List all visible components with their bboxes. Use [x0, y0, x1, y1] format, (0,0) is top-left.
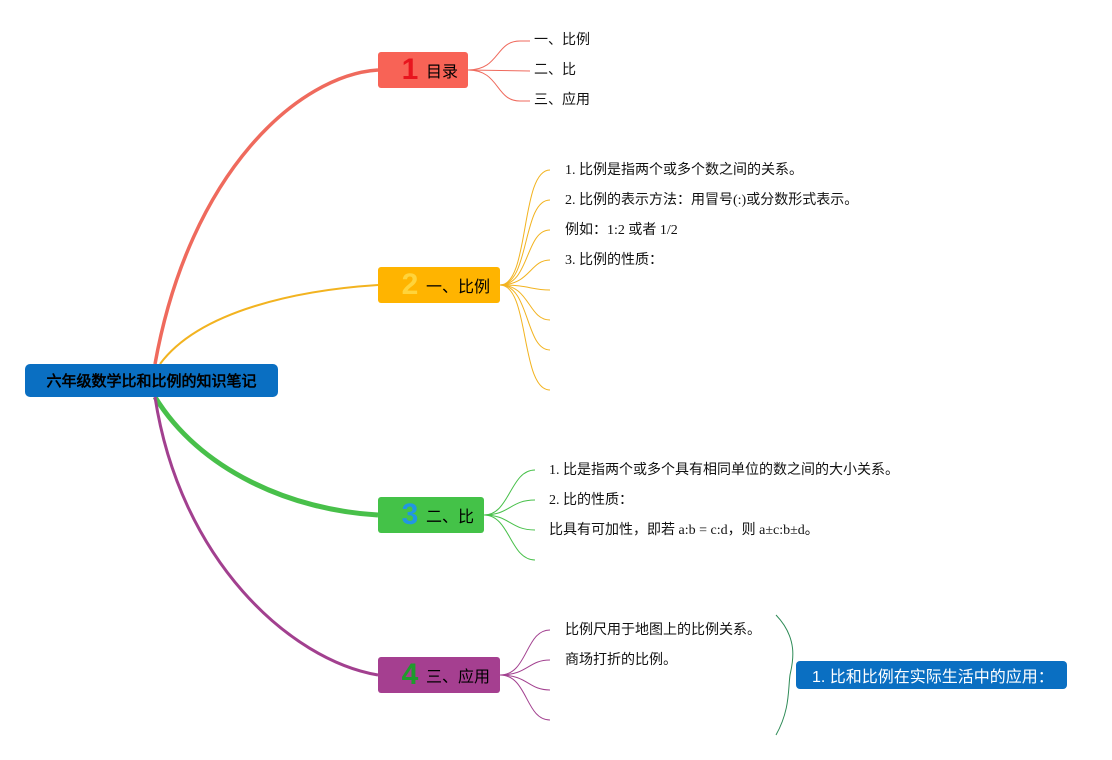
- root-topic[interactable]: 六年级数学比和比例的知识笔记: [25, 364, 278, 397]
- summary-topic[interactable]: 1. 比和比例在实际生活中的应用：: [796, 661, 1067, 689]
- leaf-contents-1[interactable]: 一、比例: [534, 33, 590, 48]
- leaf-ratio-3[interactable]: 比具有可加性，即若 a:b = c:d，则 a±c:b±d。: [549, 523, 819, 538]
- branch-ratio[interactable]: 3 二、比: [378, 497, 484, 533]
- branch-contents[interactable]: 1 目录: [378, 52, 468, 88]
- link-root-b2: [159, 284, 379, 365]
- summary-label: 1. 比和比例在实际生活中的应用：: [812, 669, 1054, 686]
- number-three-icon: 3: [401, 498, 419, 531]
- leaf-proportion-4[interactable]: 3. 比例的性质：: [565, 253, 663, 268]
- leaf-contents-3[interactable]: 三、应用: [534, 93, 590, 108]
- leaf-ratio-1[interactable]: 1. 比是指两个或多个具有相同单位的数之间的大小关系。: [549, 463, 899, 478]
- branch-proportion[interactable]: 2 一、比例: [378, 267, 500, 303]
- links-b2: [499, 169, 551, 391]
- leaf-application-2[interactable]: 商场打折的比例。: [565, 653, 677, 668]
- branch-label: 一、比例: [426, 277, 491, 296]
- link-root-b1: [153, 68, 379, 365]
- number-two-icon: 2: [401, 268, 419, 301]
- leaf-proportion-1[interactable]: 1. 比例是指两个或多个数之间的关系。: [565, 163, 803, 178]
- links-b1: [467, 40, 531, 102]
- link-root-b4: [153, 396, 379, 677]
- links-b4: [499, 629, 551, 721]
- links-b3: [483, 469, 536, 561]
- leaf-proportion-2[interactable]: 2. 比例的表示方法：用冒号(:)或分数形式表示。: [565, 193, 859, 208]
- branch-label: 二、比: [426, 507, 475, 526]
- leaf-proportion-3[interactable]: 例如：1:2 或者 1/2: [565, 223, 678, 238]
- branch-application[interactable]: 4 三、应用: [378, 657, 500, 693]
- number-one-icon: 1: [401, 53, 419, 86]
- branch-label: 三、应用: [426, 667, 491, 686]
- leaf-contents-2[interactable]: 二、比: [534, 63, 576, 78]
- leaf-application-1[interactable]: 比例尺用于地图上的比例关系。: [565, 623, 761, 638]
- leaf-ratio-2[interactable]: 2. 比的性质：: [549, 493, 633, 508]
- summary-brace: [775, 614, 794, 736]
- number-four-icon: 4: [401, 658, 419, 691]
- branch-label: 目录: [426, 62, 459, 81]
- root-title: 六年级数学比和比例的知识笔记: [46, 372, 257, 390]
- link-root-b3: [152, 395, 379, 518]
